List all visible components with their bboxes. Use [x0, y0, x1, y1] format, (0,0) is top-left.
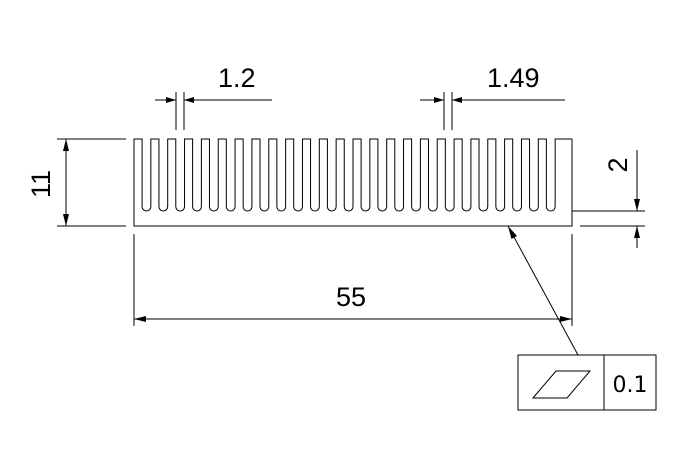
arrowhead [634, 226, 640, 238]
heatsink-profile-outline [133, 138, 573, 227]
dimension-label-base-thickness: 2 [603, 157, 633, 172]
arrowhead [634, 199, 640, 211]
feature-control-frame: 0.1 [517, 354, 657, 411]
arrowhead [434, 97, 444, 103]
arrowhead [452, 97, 462, 103]
arrowhead [184, 97, 194, 103]
dimension-base-thickness: 2 [572, 150, 645, 248]
dimension-label-height: 11 [26, 170, 56, 198]
flatness-parallelogram-icon [531, 370, 592, 399]
arrowhead [63, 214, 69, 226]
dimension-label-fin-gap: 1.49 [487, 63, 540, 93]
dimension-fin-gap: 1.49 [420, 63, 565, 130]
tolerance-value: 0.1 [613, 373, 648, 398]
leader-line [507, 225, 579, 356]
tolerance-frame-border [517, 354, 657, 411]
arrowhead [134, 316, 146, 322]
leader-arrowhead [508, 226, 517, 239]
tolerance-leader [507, 225, 579, 356]
dimension-fin-thickness: 1.2 [155, 63, 272, 130]
arrowhead [63, 139, 69, 151]
dimension-height: 11 [26, 138, 126, 227]
dimension-label-width: 55 [336, 282, 366, 312]
dimension-width: 55 [133, 234, 573, 326]
arrowhead [560, 316, 572, 322]
dimension-label-fin-thickness: 1.2 [218, 63, 256, 93]
arrowhead [166, 97, 176, 103]
